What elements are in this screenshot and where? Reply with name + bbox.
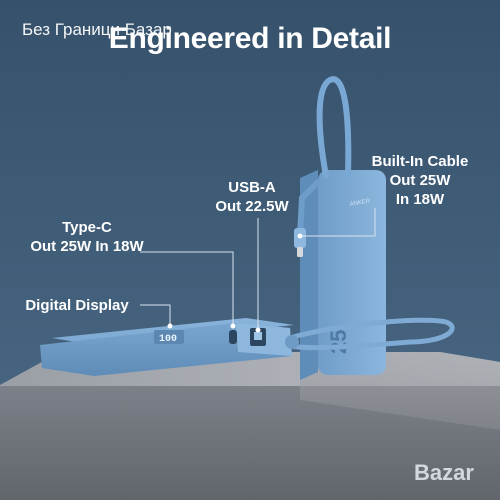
watermark-text: Без Граници Базар — [22, 20, 172, 39]
usb-a-port-inner — [254, 332, 262, 340]
callout-usb-a: USB-A Out 22.5W — [200, 178, 304, 216]
callout-type-c-spec: Out 25W In 18W — [30, 238, 144, 255]
callout-digital-display: Digital Display — [25, 297, 129, 314]
callout-type-c-title: Type-C — [62, 219, 112, 236]
callout-dot-cable — [297, 233, 303, 239]
callout-type-c: Type-C Out 25W In 18W — [14, 218, 160, 256]
callout-built-in-cable-out: Out 25W — [389, 172, 451, 189]
callout-dot-type-c — [230, 323, 236, 329]
callout-built-in-cable-title: Built-In Cable — [371, 153, 469, 170]
type-c-port — [229, 330, 237, 344]
callout-built-in-cable-in: In 18W — [395, 191, 445, 208]
built-in-cable — [297, 179, 321, 239]
callout-line-cable — [300, 208, 376, 237]
usb-c-plug — [297, 247, 303, 257]
callout-usb-a-out: Out 22.5W — [215, 198, 289, 215]
lanyard-strap — [287, 317, 455, 351]
tall-powerbank-brand: ANKER — [349, 198, 371, 208]
bazar-logo-text: Bazar — [414, 460, 474, 485]
display-reading: 100 — [159, 334, 177, 345]
callout-dot-usb-a — [255, 327, 261, 333]
callout-usb-a-title: USB-A — [228, 179, 276, 196]
callout-line-display — [140, 304, 171, 326]
callout-built-in-cable: Built-In Cable Out 25W In 18W — [360, 152, 480, 209]
tall-powerbank-side — [300, 170, 318, 380]
callout-dot-display — [167, 323, 173, 329]
digital-display-panel — [154, 330, 184, 344]
pedestal-front — [0, 386, 500, 500]
bazar-logo: Bazar — [414, 460, 474, 485]
cable-loop — [316, 76, 352, 179]
callout-line-type-c — [140, 251, 234, 326]
tall-powerbank-side-print: 25 — [326, 330, 351, 354]
page-headline: Engineered in Detail — [108, 22, 392, 55]
lanyard-anchor — [285, 335, 299, 349]
